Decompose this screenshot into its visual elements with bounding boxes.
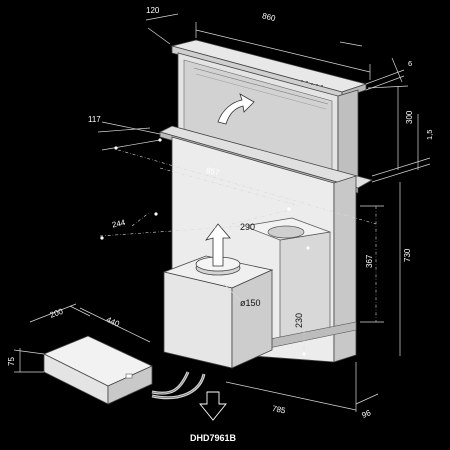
dim-label-230: 230 bbox=[294, 313, 304, 328]
connection-cables bbox=[151, 371, 206, 400]
dim-label-6: 6 bbox=[408, 59, 412, 68]
air-outlet-down-arrow-icon bbox=[199, 391, 227, 421]
dim-label-75: 75 bbox=[7, 357, 16, 366]
dim-label-860: 860 bbox=[261, 11, 277, 23]
airflow-up-arrow-icon bbox=[204, 223, 231, 267]
dim-label-367: 367 bbox=[365, 254, 374, 268]
control-unit-box bbox=[43, 335, 153, 405]
dimension-points bbox=[100, 138, 310, 356]
dim-label-200: 200 bbox=[49, 307, 65, 320]
dim-label-150: ø150 bbox=[240, 298, 261, 308]
dim-label-730: 730 bbox=[403, 248, 412, 262]
outlet-box bbox=[162, 255, 274, 369]
dim-label-96: 96 bbox=[361, 408, 373, 420]
dim-label-290: 290 bbox=[240, 222, 255, 232]
dim-label-244: 244 bbox=[111, 218, 126, 230]
dim-label-785: 785 bbox=[271, 404, 286, 416]
dimension-lines bbox=[13, 13, 431, 412]
dim-label-120: 120 bbox=[146, 6, 160, 15]
model-label: DHD7961B bbox=[190, 433, 237, 443]
dim-label-117: 117 bbox=[88, 115, 101, 124]
dim-label-300: 300 bbox=[405, 110, 414, 124]
dim-label-857: 857 bbox=[205, 166, 220, 178]
airflow-arrow-icon bbox=[217, 93, 255, 125]
dim-label-1-5: 1,5 bbox=[425, 130, 434, 140]
